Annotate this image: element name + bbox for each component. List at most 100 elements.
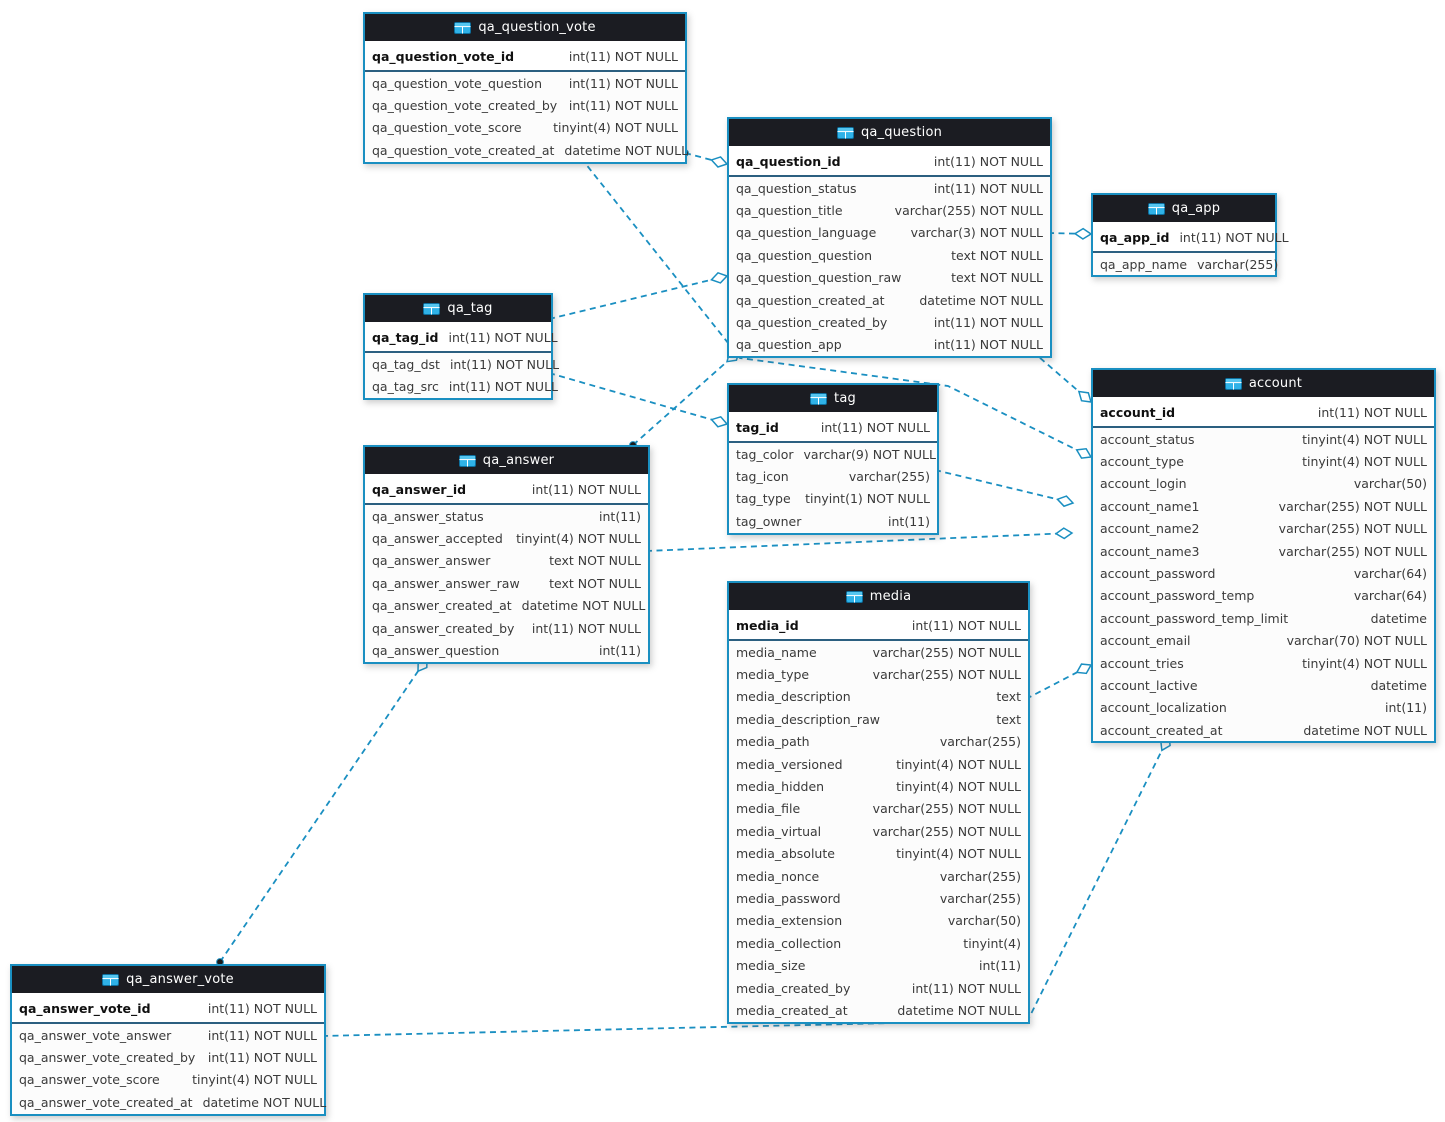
relationship-tag-account[interactable] [931,466,1075,508]
relationship-line[interactable] [934,469,1058,501]
relationship-line[interactable] [548,372,712,421]
table-header[interactable]: media [729,583,1028,611]
relationship-line[interactable] [645,532,1057,552]
relationship-line[interactable] [684,152,712,161]
relationship-line[interactable] [632,360,728,446]
relationship-line[interactable] [1047,232,1076,235]
table-header[interactable]: tag [729,385,937,413]
table-header[interactable]: account [1093,370,1434,398]
relationship-qa_tag-qa_question[interactable] [545,271,729,323]
table-header[interactable]: qa_app [1093,195,1275,223]
relationship-qa_tag-tag[interactable] [545,369,729,428]
relationship-line[interactable] [580,157,1078,451]
relationship-line[interactable] [548,278,712,320]
table-header[interactable]: qa_tag [365,295,551,323]
table-header[interactable]: qa_answer [365,447,648,475]
relationship-qa_answer-qa_question[interactable] [629,350,741,449]
table-header[interactable]: qa_question [729,119,1050,147]
relationship-qa_question_vote-qa_question[interactable] [681,149,729,168]
relationship-line[interactable] [219,670,419,963]
relationship-media-account[interactable] [1022,663,1093,703]
relationship-qa_answer_vote-qa_answer[interactable] [216,656,428,966]
